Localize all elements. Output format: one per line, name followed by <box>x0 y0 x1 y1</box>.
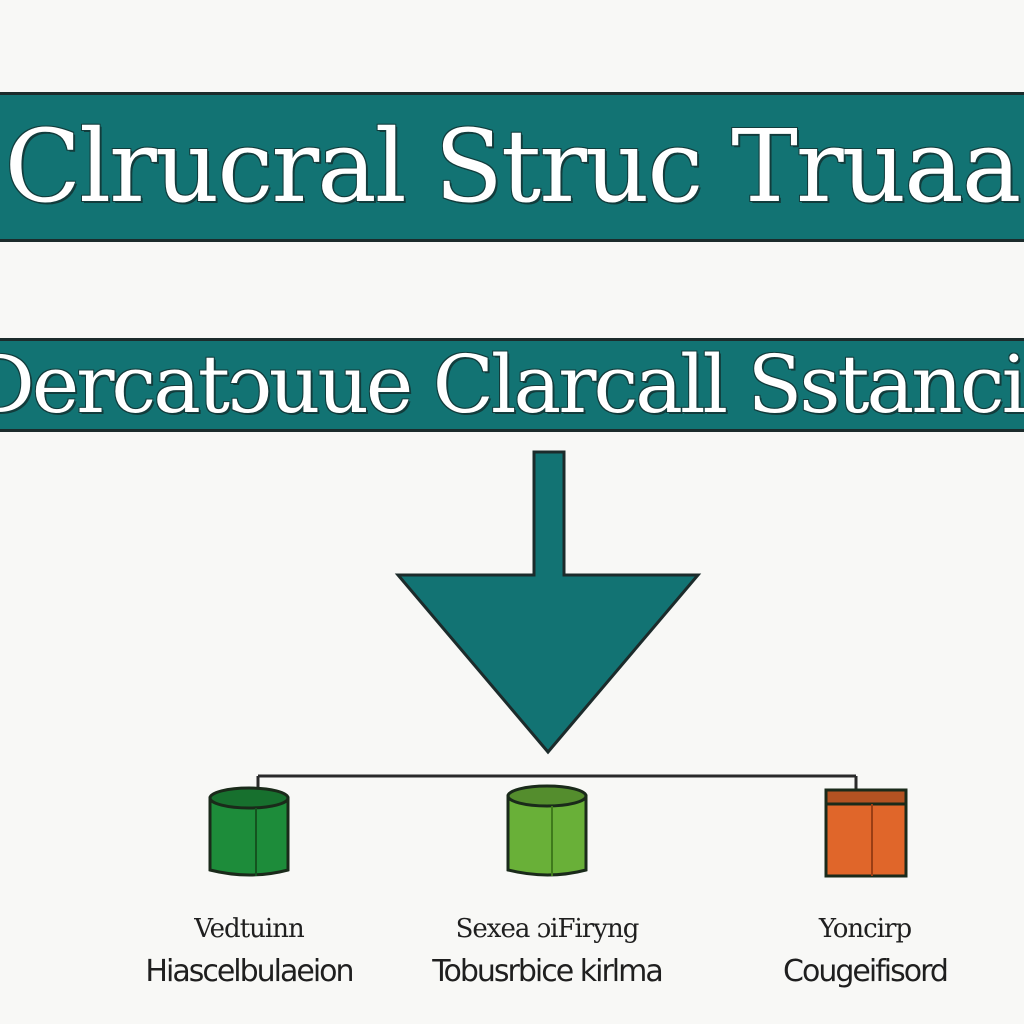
node-3-label-bottom: Cougeifisord <box>783 954 949 989</box>
diagram-subtitle: Dercatɔuue Clarcall Sstancit <box>0 338 1024 431</box>
node-1-label-bottom: Hiascelbulaeion <box>145 954 354 989</box>
node-1-label-top: Vedtuinn <box>194 914 304 944</box>
down-arrow-icon <box>394 450 702 755</box>
node-2-label-bottom: Tobusrbice kirlma <box>432 954 663 989</box>
subtitle-banner: Dercatɔuue Clarcall Sstancit <box>0 338 1024 432</box>
node-2-cylinder <box>506 784 588 877</box>
diagram-title: Clrucral Struc Truaa <box>4 108 1022 225</box>
node-3-label-top: Yoncirp <box>818 914 912 944</box>
node-3-box <box>824 788 908 878</box>
title-banner: Clrucral Struc Truaa <box>0 92 1024 242</box>
node-1-cylinder <box>208 786 290 877</box>
node-2-label-top: Sexea ɔiFiryng <box>455 914 640 944</box>
